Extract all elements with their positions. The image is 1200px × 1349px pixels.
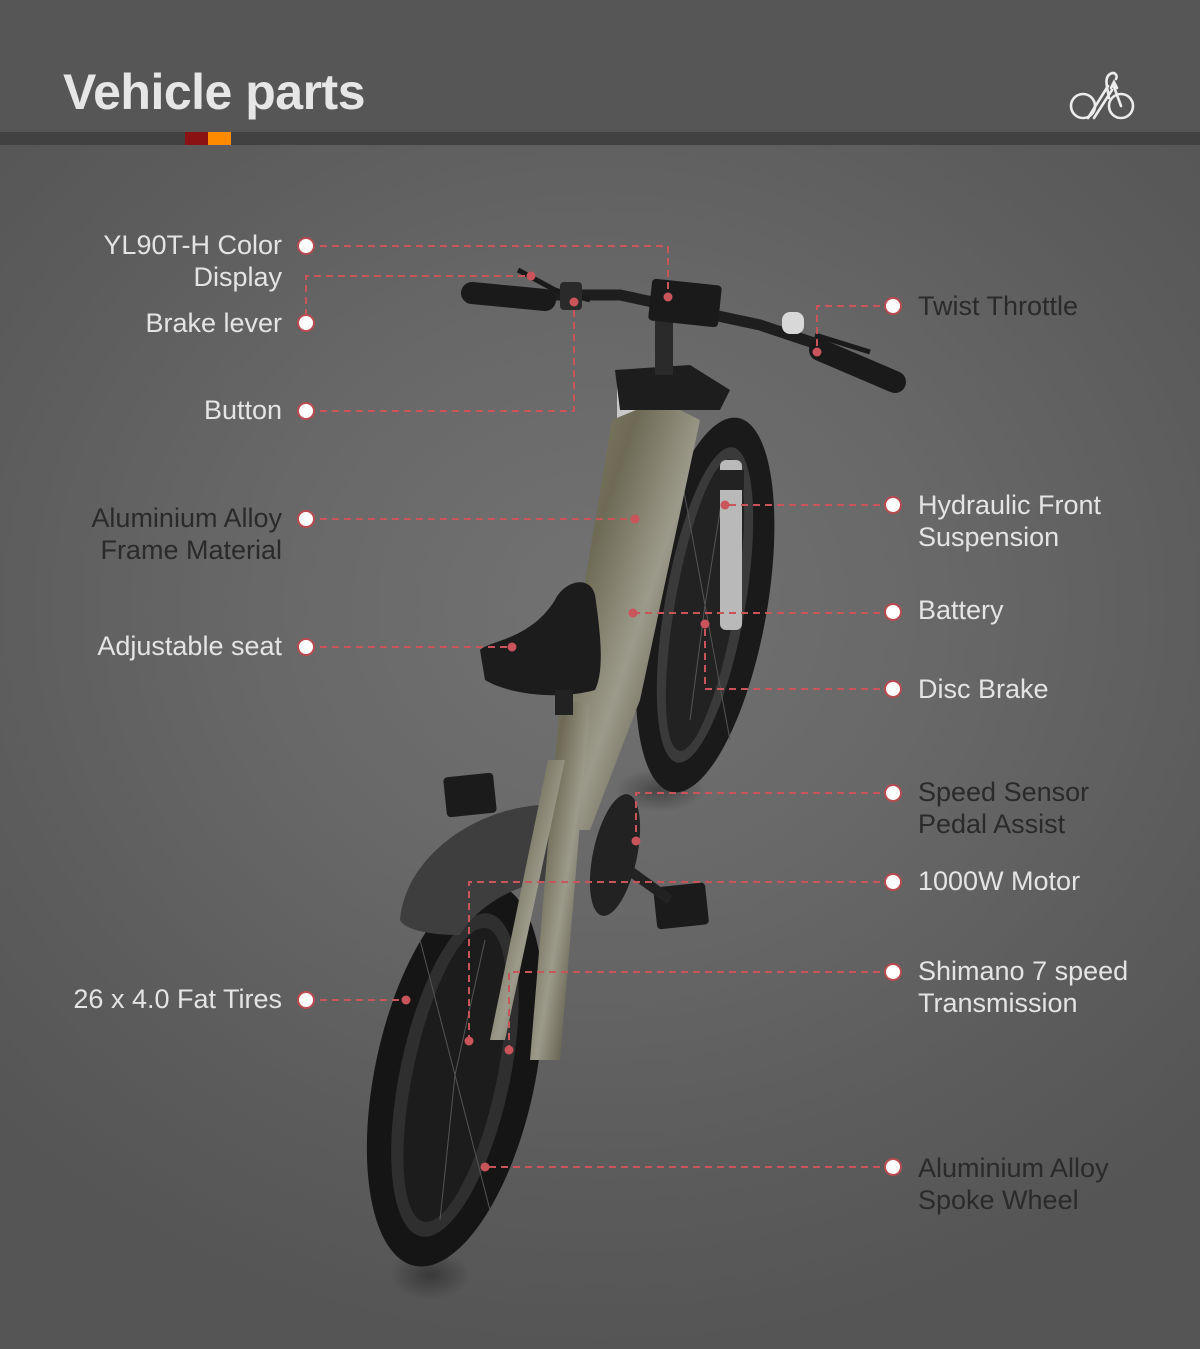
label-battery: Battery [918,594,1004,626]
label-front-suspension: Hydraulic Front Suspension [918,489,1101,553]
marker-brake-lever[interactable] [297,314,315,332]
label-line: Frame Material [100,535,282,565]
label-line: Aluminium Alloy [91,503,282,533]
marker-fat-tires[interactable] [297,991,315,1009]
label-transmission: Shimano 7 speed Transmission [918,955,1128,1019]
marker-front-suspension[interactable] [884,496,902,514]
label-line: 26 x 4.0 Fat Tires [73,984,282,1014]
label-color-display: YL90T-H Color Display [103,229,282,293]
label-line: Spoke Wheel [918,1185,1079,1215]
label-line: Brake lever [145,308,282,338]
marker-transmission[interactable] [884,963,902,981]
label-line: Twist Throttle [918,291,1079,321]
label-speed-sensor: Speed Sensor Pedal Assist [918,776,1089,840]
label-brake-lever: Brake lever [145,307,282,339]
marker-frame-material[interactable] [297,510,315,528]
header-divider [0,132,1200,145]
accent-block-orange [208,132,231,145]
label-fat-tires: 26 x 4.0 Fat Tires [73,983,282,1015]
label-line: Pedal Assist [918,809,1066,839]
label-line: Transmission [918,988,1078,1018]
label-line: Adjustable seat [97,631,282,661]
label-line: Battery [918,595,1004,625]
label-frame-material: Aluminium Alloy Frame Material [91,502,282,566]
label-line: Display [193,262,282,292]
label-line: Disc Brake [918,674,1049,704]
bicycle-logo-icon [1069,71,1135,120]
label-line: Aluminium Alloy [918,1153,1109,1183]
label-line: Suspension [918,522,1060,552]
label-line: 1000W Motor [918,866,1081,896]
label-line: YL90T-H Color [103,230,282,260]
label-button: Button [204,394,282,426]
marker-twist-throttle[interactable] [884,297,902,315]
page-title: Vehicle parts [63,64,366,120]
accent-block-red [185,132,208,145]
marker-color-display[interactable] [297,237,315,255]
label-disc-brake: Disc Brake [918,673,1049,705]
marker-disc-brake[interactable] [884,680,902,698]
marker-battery[interactable] [884,603,902,621]
marker-motor[interactable] [884,873,902,891]
label-spoke-wheel: Aluminium Alloy Spoke Wheel [918,1152,1109,1216]
label-adjustable-seat: Adjustable seat [97,630,282,662]
label-line: Button [203,395,282,425]
label-line: Shimano 7 speed [918,956,1129,986]
marker-spoke-wheel[interactable] [884,1158,902,1176]
marker-speed-sensor[interactable] [884,784,902,802]
marker-adjustable-seat[interactable] [297,638,315,656]
label-twist-throttle: Twist Throttle [918,290,1078,322]
header-band [0,0,1200,132]
label-line: Speed Sensor [918,777,1090,807]
label-line: Hydraulic Front [918,490,1102,520]
label-motor: 1000W Motor [918,865,1080,897]
marker-button[interactable] [297,402,315,420]
